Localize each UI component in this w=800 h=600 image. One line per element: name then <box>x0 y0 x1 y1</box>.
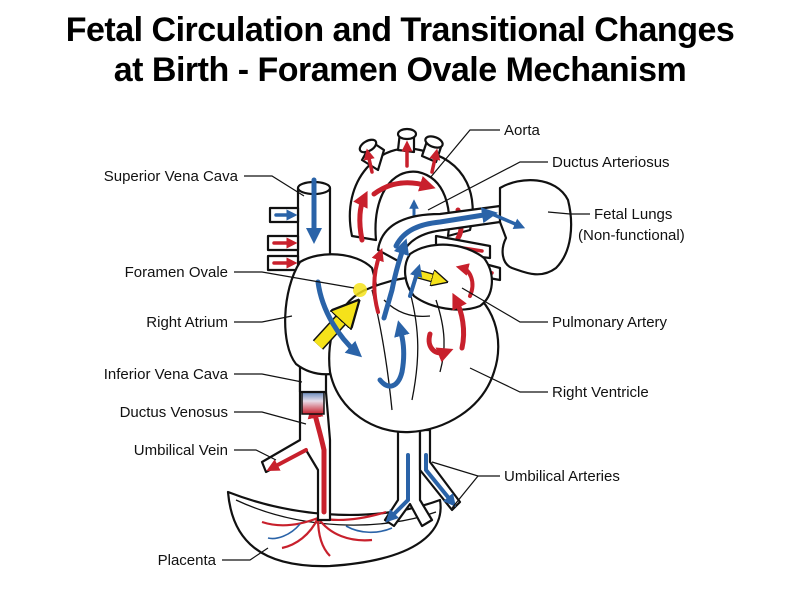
label-superior-vena-cava: Superior Vena Cava <box>104 168 239 185</box>
label-fetal-lungs-sub: (Non-functional) <box>578 227 685 244</box>
label-foramen-ovale: Foramen Ovale <box>125 264 228 281</box>
foramen-ovale-opening <box>353 283 367 297</box>
placenta <box>226 490 442 568</box>
label-pulmonary-artery: Pulmonary Artery <box>552 314 668 331</box>
label-umbilical-arteries: Umbilical Arteries <box>504 468 620 485</box>
label-umbilical-vein: Umbilical Vein <box>134 442 228 459</box>
label-aorta: Aorta <box>504 122 541 139</box>
label-fetal-lungs: Fetal Lungs <box>594 206 672 223</box>
label-right-ventricle: Right Ventricle <box>552 384 649 401</box>
umbilical-arteries <box>383 428 462 528</box>
diagram-title: Fetal Circulation and Transitional Chang… <box>0 10 800 90</box>
label-ductus-arteriosus: Ductus Arteriosus <box>552 154 670 171</box>
umbilical-cord <box>260 378 332 522</box>
superior-vena-cava <box>266 177 332 272</box>
label-right-atrium: Right Atrium <box>146 314 228 331</box>
label-ductus-venosus: Ductus Venosus <box>120 404 228 421</box>
label-inferior-vena-cava: Inferior Vena Cava <box>104 366 229 383</box>
title-line-2: at Birth - Foramen Ovale Mechanism <box>113 51 687 89</box>
fetal-lung <box>490 179 573 276</box>
labels: Aorta Ductus Arteriosus Superior Vena Ca… <box>104 122 685 569</box>
heart <box>284 238 500 434</box>
leader-lines <box>222 129 590 561</box>
title-line-1: Fetal Circulation and Transitional Chang… <box>65 11 735 49</box>
label-placenta: Placenta <box>158 552 217 569</box>
